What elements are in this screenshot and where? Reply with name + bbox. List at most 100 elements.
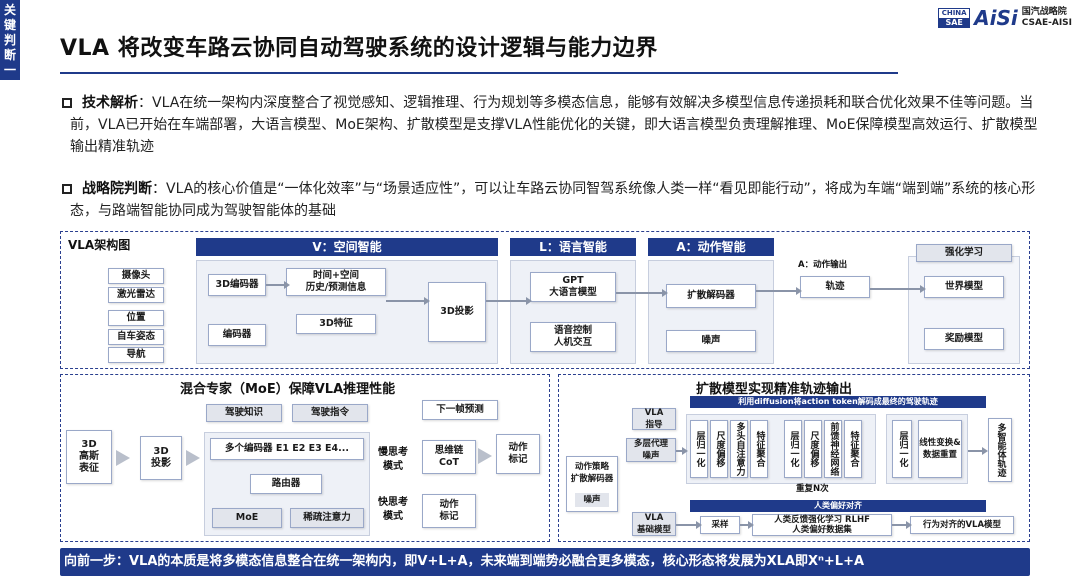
arrow (676, 447, 688, 455)
driving-instruction: 驾驶指令 (292, 404, 368, 422)
action-output-label: A：动作输出 (798, 260, 848, 270)
logo-name-cn: 国汽战略院 (1021, 7, 1067, 17)
header-a: A：动作智能 (648, 238, 774, 256)
projection-3d: 3D投影 (428, 282, 486, 342)
sae-top-text: CHINA (941, 9, 967, 17)
diffusion-subtitle: 利用diffusion将action token解码成最终的驾驶轨迹 (690, 396, 986, 408)
arrow (892, 521, 912, 529)
big-arrow (116, 450, 130, 466)
feature-3d: 3D特征 (296, 314, 376, 334)
arrow (740, 521, 754, 529)
vla-guide: VLA 指导 (632, 408, 676, 430)
diffusion-panel (558, 374, 1030, 542)
noise-box: 噪声 (666, 330, 756, 352)
col2-0: 层归一化 (784, 420, 802, 478)
driving-knowledge: 驾驶知识 (206, 404, 282, 422)
col2-2: 前馈神经网络 (824, 420, 842, 478)
footer-banner: 向前一步：VLA的本质是将多模态信息整合在统一架构内，即V+L+A，未来端到端势… (60, 548, 1030, 576)
col2-3: 特征聚合 (844, 420, 862, 478)
page-title: VLA 将改变车路云协同自动驾驶系统的设计逻辑与能力边界 (60, 36, 658, 61)
title-underline (60, 72, 898, 74)
input-navigation: 导航 (108, 347, 164, 363)
router: 路由器 (250, 474, 322, 494)
vla-architecture-panel (60, 231, 1030, 369)
reward-model: 奖励模型 (924, 328, 1004, 350)
sae-text: SAE (939, 18, 970, 27)
gpt-llm: GPT 大语言模型 (530, 272, 616, 302)
agent-noise: 多层代理 噪声 (626, 438, 676, 462)
final-norm: 层归一化 (892, 420, 912, 478)
encoder-3d: 3D编码器 (208, 274, 266, 296)
moe-title: 混合专家（MoE）保障VLA推理性能 (180, 382, 396, 397)
para2-bold: 战略院判断 (82, 181, 152, 197)
col1-2: 多头自注意力 (730, 420, 748, 478)
col1-0: 层归一化 (690, 420, 708, 478)
arrow (968, 447, 988, 455)
para1-text: ：VLA在统一架构内深度整合了视觉感知、逻辑推理、行为规划等多模态信息，能够有效… (70, 95, 1038, 155)
rlhf-box: 人类反馈强化学习 RLHF 人类偏好数据集 (752, 514, 892, 536)
next-frame-prediction: 下一帧预测 (422, 400, 498, 420)
side-tag: 关键判断一 (0, 0, 20, 80)
action-token-2: 动作 标记 (422, 494, 476, 528)
policy-decoder: 动作策略 扩散解码器噪声 (566, 456, 618, 512)
action-token-1: 动作 标记 (496, 434, 540, 474)
input-ego-pose: 自车姿态 (108, 329, 164, 345)
moe-projection: 3D 投影 (140, 436, 182, 480)
logo-name-en: CSAE-AISI (1021, 18, 1072, 28)
arrow (266, 281, 290, 289)
input-position: 位置 (108, 310, 164, 326)
col2-1: 尺度偏移 (804, 420, 822, 478)
arrow (756, 287, 802, 295)
moe-box: MoE (212, 508, 282, 528)
diffusion-title: 扩散模型实现精准轨迹输出 (696, 382, 853, 397)
arrow (386, 297, 430, 305)
trajectory-box: 轨迹 (800, 276, 870, 298)
block-cols-2: 层归一化 尺度偏移 前馈神经网络 特征聚合 (784, 420, 862, 478)
paragraph-tech: 技术解析：VLA在统一架构内深度整合了视觉感知、逻辑推理、行为规划等多模态信息，… (62, 92, 1050, 158)
vla-label: VLA架构图 (68, 238, 131, 252)
policy-decoder-label: 动作策略 扩散解码器 (570, 462, 614, 484)
diffusion-decoder: 扩散解码器 (666, 284, 756, 308)
input-lidar: 激光雷达 (108, 287, 164, 303)
para2-text: ：VLA的核心价值是“一体化效率”与“场景适应性”，可以让车路云协同智驾系统像人… (70, 181, 1036, 219)
linear-transform: 线性变换&数据重置 (918, 420, 962, 478)
paragraph-judgement: 战略院判断：VLA的核心价值是“一体化效率”与“场景适应性”，可以让车路云协同智… (62, 178, 1050, 222)
encoder: 编码器 (208, 324, 266, 346)
sample-box: 采样 (700, 516, 740, 534)
sparse-attention: 稀疏注意力 (290, 508, 364, 528)
big-arrow (186, 450, 200, 466)
para1-bold: 技术解析 (82, 95, 138, 111)
world-model: 世界模型 (924, 276, 1004, 298)
repeat-n: 重复N次 (796, 484, 829, 494)
voice-control: 语音控制 人机交互 (530, 322, 616, 352)
col1-3: 特征聚合 (750, 420, 768, 478)
multi-encoders: 多个编码器 E1 E2 E3 E4... (210, 438, 364, 460)
rl-header: 强化学习 (916, 244, 1012, 262)
arrow (870, 285, 926, 293)
bullet-square-icon (62, 98, 72, 108)
gaussian-repr: 3D 高斯 表征 (66, 430, 112, 484)
preference-header: 人类偏好对齐 (690, 500, 986, 512)
aligned-vla-model: 行为对齐的VLA模型 (910, 516, 1014, 534)
arrow (486, 297, 532, 305)
header-v: V：空间智能 (196, 238, 498, 256)
fast-think-mode: 快思考 模式 (378, 497, 408, 522)
bullet-square-icon (62, 184, 72, 194)
arrow (676, 521, 702, 529)
input-camera: 摄像头 (108, 268, 164, 284)
multi-agent-trajectory: 多智能体轨迹 (988, 418, 1012, 482)
arrow (616, 289, 668, 297)
moe-panel (60, 374, 550, 542)
block-cols-1: 层归一化 尺度偏移 多头自注意力 特征聚合 (690, 420, 768, 478)
slow-think-mode: 慢思考 模式 (378, 447, 408, 472)
big-arrow (478, 448, 492, 464)
header-l: L：语言智能 (510, 238, 636, 256)
chain-of-thought: 思维链 CoT (422, 440, 476, 474)
vla-base-model: VLA 基础模型 (632, 512, 676, 536)
policy-noise: 噪声 (575, 493, 609, 507)
col1-1: 尺度偏移 (710, 420, 728, 478)
aisi-logo: AiSi (974, 6, 1018, 30)
